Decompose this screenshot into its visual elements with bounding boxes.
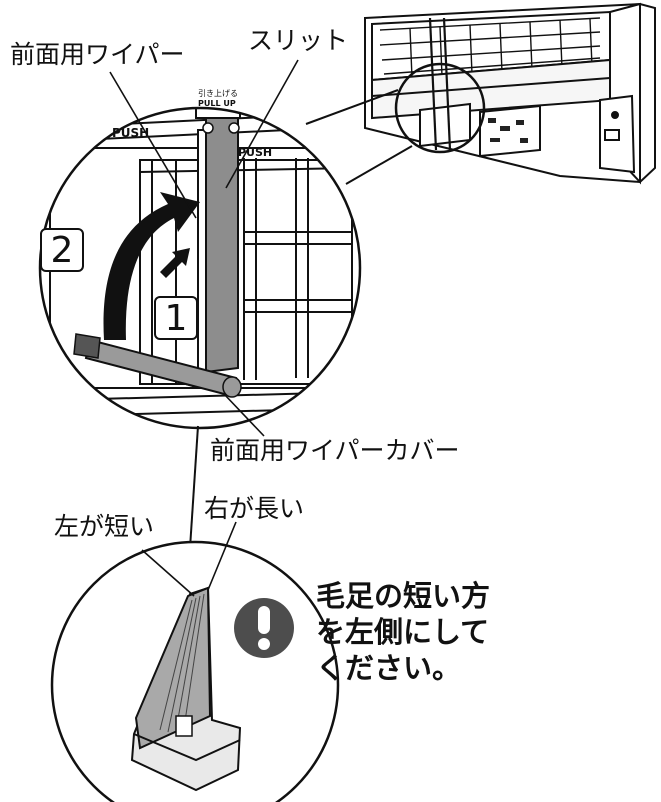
- warning-exclamation-icon: [234, 598, 294, 658]
- push-label-right: PUSH: [238, 146, 273, 159]
- label-left-short: 左が短い: [54, 512, 155, 541]
- label-right-long: 右が長い: [204, 494, 305, 523]
- label-slit: スリット: [248, 26, 349, 55]
- label-front-wiper: 前面用ワイパー: [10, 40, 185, 69]
- rotate-arrow-icon: [103, 192, 200, 340]
- step-2-marker: 2: [40, 228, 84, 272]
- note-line-2: を左側にして: [316, 615, 490, 649]
- air-conditioner-unit: [364, 2, 656, 185]
- detail-connector-line: [189, 425, 199, 549]
- leader-lines: [109, 59, 299, 597]
- zoom-connector-lines: [305, 89, 413, 185]
- zoom-indicator-circle: [394, 62, 486, 154]
- label-front-wiper-cover: 前面用ワイパーカバー: [210, 436, 460, 465]
- pull-up-label-en: PULL UP: [198, 99, 236, 108]
- bristle-detail: [52, 542, 338, 802]
- note-line-3: ください。: [316, 651, 462, 685]
- step-1-marker: 1: [154, 296, 198, 340]
- bristle-detail-circle: [50, 540, 340, 802]
- bristle-block: [134, 586, 212, 750]
- push-arrow-icon: [160, 248, 190, 278]
- ac-filter-grid: [379, 17, 601, 79]
- note-line-1: 毛足の短い方: [316, 579, 491, 613]
- bristle-orientation-note: 毛足の短い方 を左側にして ください。: [316, 578, 516, 686]
- zoomed-filter-detail: [40, 108, 360, 428]
- front-wiper-bar: [205, 108, 239, 374]
- push-label-left: PUSH: [112, 126, 150, 140]
- pull-up-label-jp: 引き上げる: [198, 89, 238, 98]
